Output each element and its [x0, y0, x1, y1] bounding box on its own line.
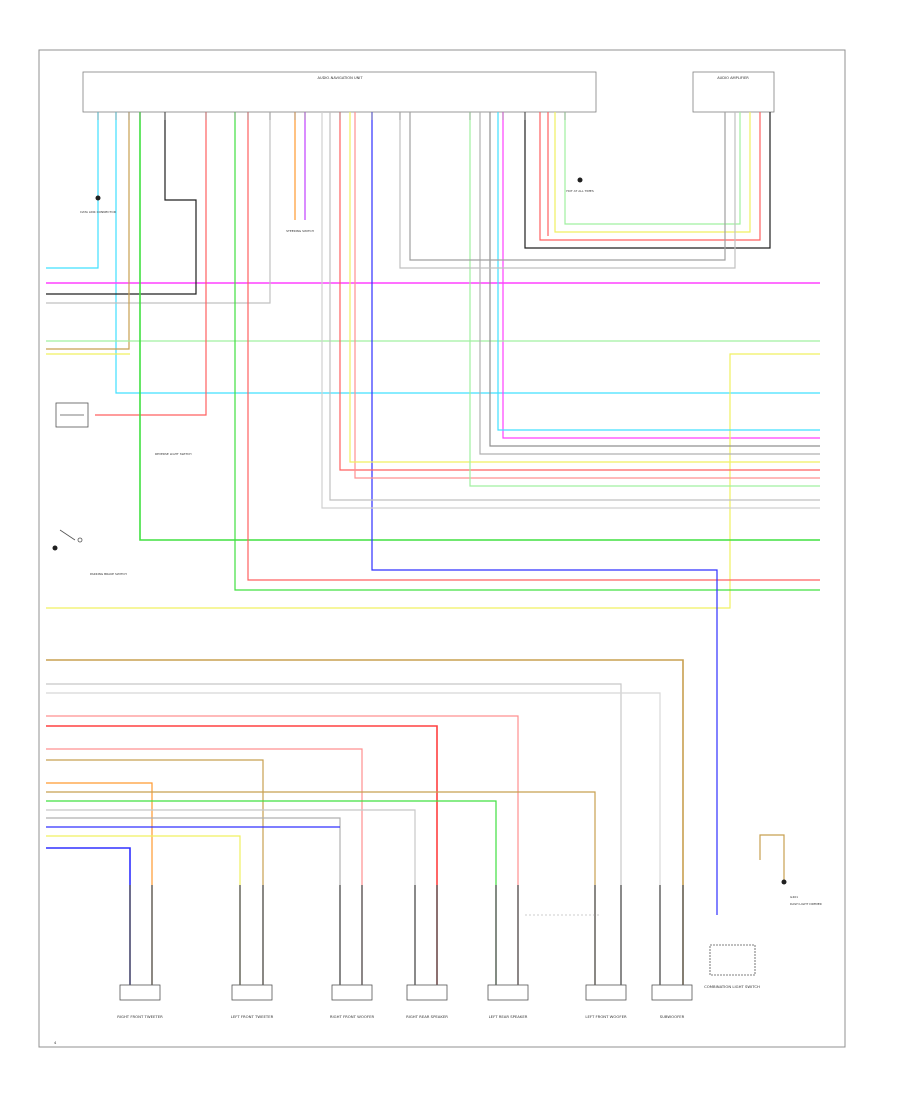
note-ground: G401	[790, 895, 798, 899]
switch-label: COMBINATION LIGHT SWITCH	[704, 984, 760, 989]
speaker-label: LEFT REAR SPEAKER	[489, 1014, 528, 1019]
reverse-switch-symbol	[55, 402, 89, 428]
note-hot: HOT AT ALL TIMES	[566, 189, 594, 193]
wire-gray-1	[46, 112, 271, 304]
parking-brake-switch-symbol	[59, 529, 83, 543]
wire-amp-gray2	[409, 112, 726, 261]
wire-cyan-1	[46, 112, 99, 269]
speaker-pins	[129, 885, 684, 985]
wire-yellow-spk	[46, 835, 241, 985]
wire-red-1	[95, 112, 207, 416]
wire-red-3	[339, 112, 820, 471]
note-parking: PARKING BRAKE SWITCH	[90, 572, 127, 576]
small-notes: DATA LINK CONNECTOR STEERING SWITCH HOT …	[80, 189, 822, 906]
note-dimmer: DASH LIGHT DIMMER	[790, 902, 822, 906]
speaker-label: SUBWOOFER	[660, 1014, 685, 1019]
wire-amp-black	[524, 112, 771, 249]
speaker-left-front-woofer: LEFT FRONT WOOFER	[585, 984, 627, 1019]
note-steering: STEERING SWITCH	[286, 229, 314, 233]
audio-navigation-unit: AUDIO-NAVIGATION UNIT	[82, 71, 597, 113]
audio-amplifier-label: AUDIO AMPLIFIER	[717, 76, 749, 80]
diagram-frame	[38, 49, 846, 1048]
wire-blue-1	[371, 112, 718, 915]
wire-green-1	[139, 112, 820, 541]
wire-black-1	[46, 112, 197, 295]
wire-pink-1	[354, 112, 820, 479]
wire-cyan-2	[115, 112, 820, 394]
wire-tan-light	[759, 834, 785, 880]
wire-gray-spk2	[46, 692, 661, 985]
wire-tan-spk3	[46, 791, 596, 985]
note-data-link: DATA LINK CONNECTOR	[80, 210, 116, 214]
wire-green-3	[469, 112, 820, 487]
wire-blue-spk2	[46, 847, 131, 985]
speaker-subwoofer: SUBWOOFER	[651, 984, 693, 1019]
note-reverse: REVERSE LIGHT SWITCH	[155, 452, 191, 456]
wires	[46, 112, 820, 985]
wire-tan-spk2	[46, 759, 264, 985]
wire-gray-2	[329, 112, 820, 501]
wire-cyan-3	[497, 112, 820, 431]
wire-pink-spk	[46, 715, 519, 985]
wire-amp-yellow	[554, 112, 751, 233]
audio-amplifier: AUDIO AMPLIFIER	[692, 71, 775, 113]
wire-gray-4	[479, 112, 820, 455]
wire-gray-5	[489, 112, 820, 447]
wire-gray-3	[321, 112, 820, 509]
speaker-right-front-tweeter: RIGHT FRONT TWEETER	[117, 984, 163, 1019]
speaker-left-front-tweeter: LEFT FRONT TWEETER	[231, 984, 274, 1019]
audio-navigation-unit-label: AUDIO-NAVIGATION UNIT	[317, 76, 363, 80]
wire-amp-gray	[399, 112, 736, 269]
wire-yellow-2	[349, 112, 820, 463]
wire-gray-spk4	[46, 817, 341, 985]
speaker-label: LEFT FRONT TWEETER	[231, 1014, 274, 1019]
wire-tan-1	[46, 112, 130, 350]
wire-amp-red	[539, 112, 761, 241]
wire-gray-spk1	[46, 683, 622, 985]
wire-yellow-right	[46, 353, 820, 609]
speaker-label: LEFT FRONT WOOFER	[585, 1014, 627, 1019]
wire-orange-spk	[46, 782, 153, 985]
wire-red-spk	[46, 725, 438, 985]
speaker-label: RIGHT FRONT WOOFER	[330, 1014, 375, 1019]
combination-light-switch: COMBINATION LIGHT SWITCH	[704, 944, 760, 989]
speaker-label: RIGHT FRONT TWEETER	[117, 1014, 163, 1019]
wire-tan-spk	[46, 659, 684, 985]
speakers: RIGHT FRONT TWEETER LEFT FRONT TWEETER R…	[117, 944, 760, 1019]
wire-magenta-2	[502, 112, 820, 439]
ground-points	[52, 177, 787, 885]
speaker-label: RIGHT REAR SPEAKER	[406, 1014, 448, 1019]
wire-red-2	[247, 112, 820, 581]
wire-green-spk	[46, 800, 497, 985]
headunit-pins	[97, 112, 566, 120]
speaker-right-front-woofer: RIGHT FRONT WOOFER	[330, 984, 375, 1019]
wire-pink-spk2	[46, 748, 363, 985]
wire-green-2	[234, 112, 820, 591]
speaker-left-rear: LEFT REAR SPEAKER	[487, 984, 529, 1019]
speaker-right-rear: RIGHT REAR SPEAKER	[406, 984, 448, 1019]
wire-amp-green	[564, 112, 741, 225]
figure-number: 4	[54, 1041, 57, 1045]
